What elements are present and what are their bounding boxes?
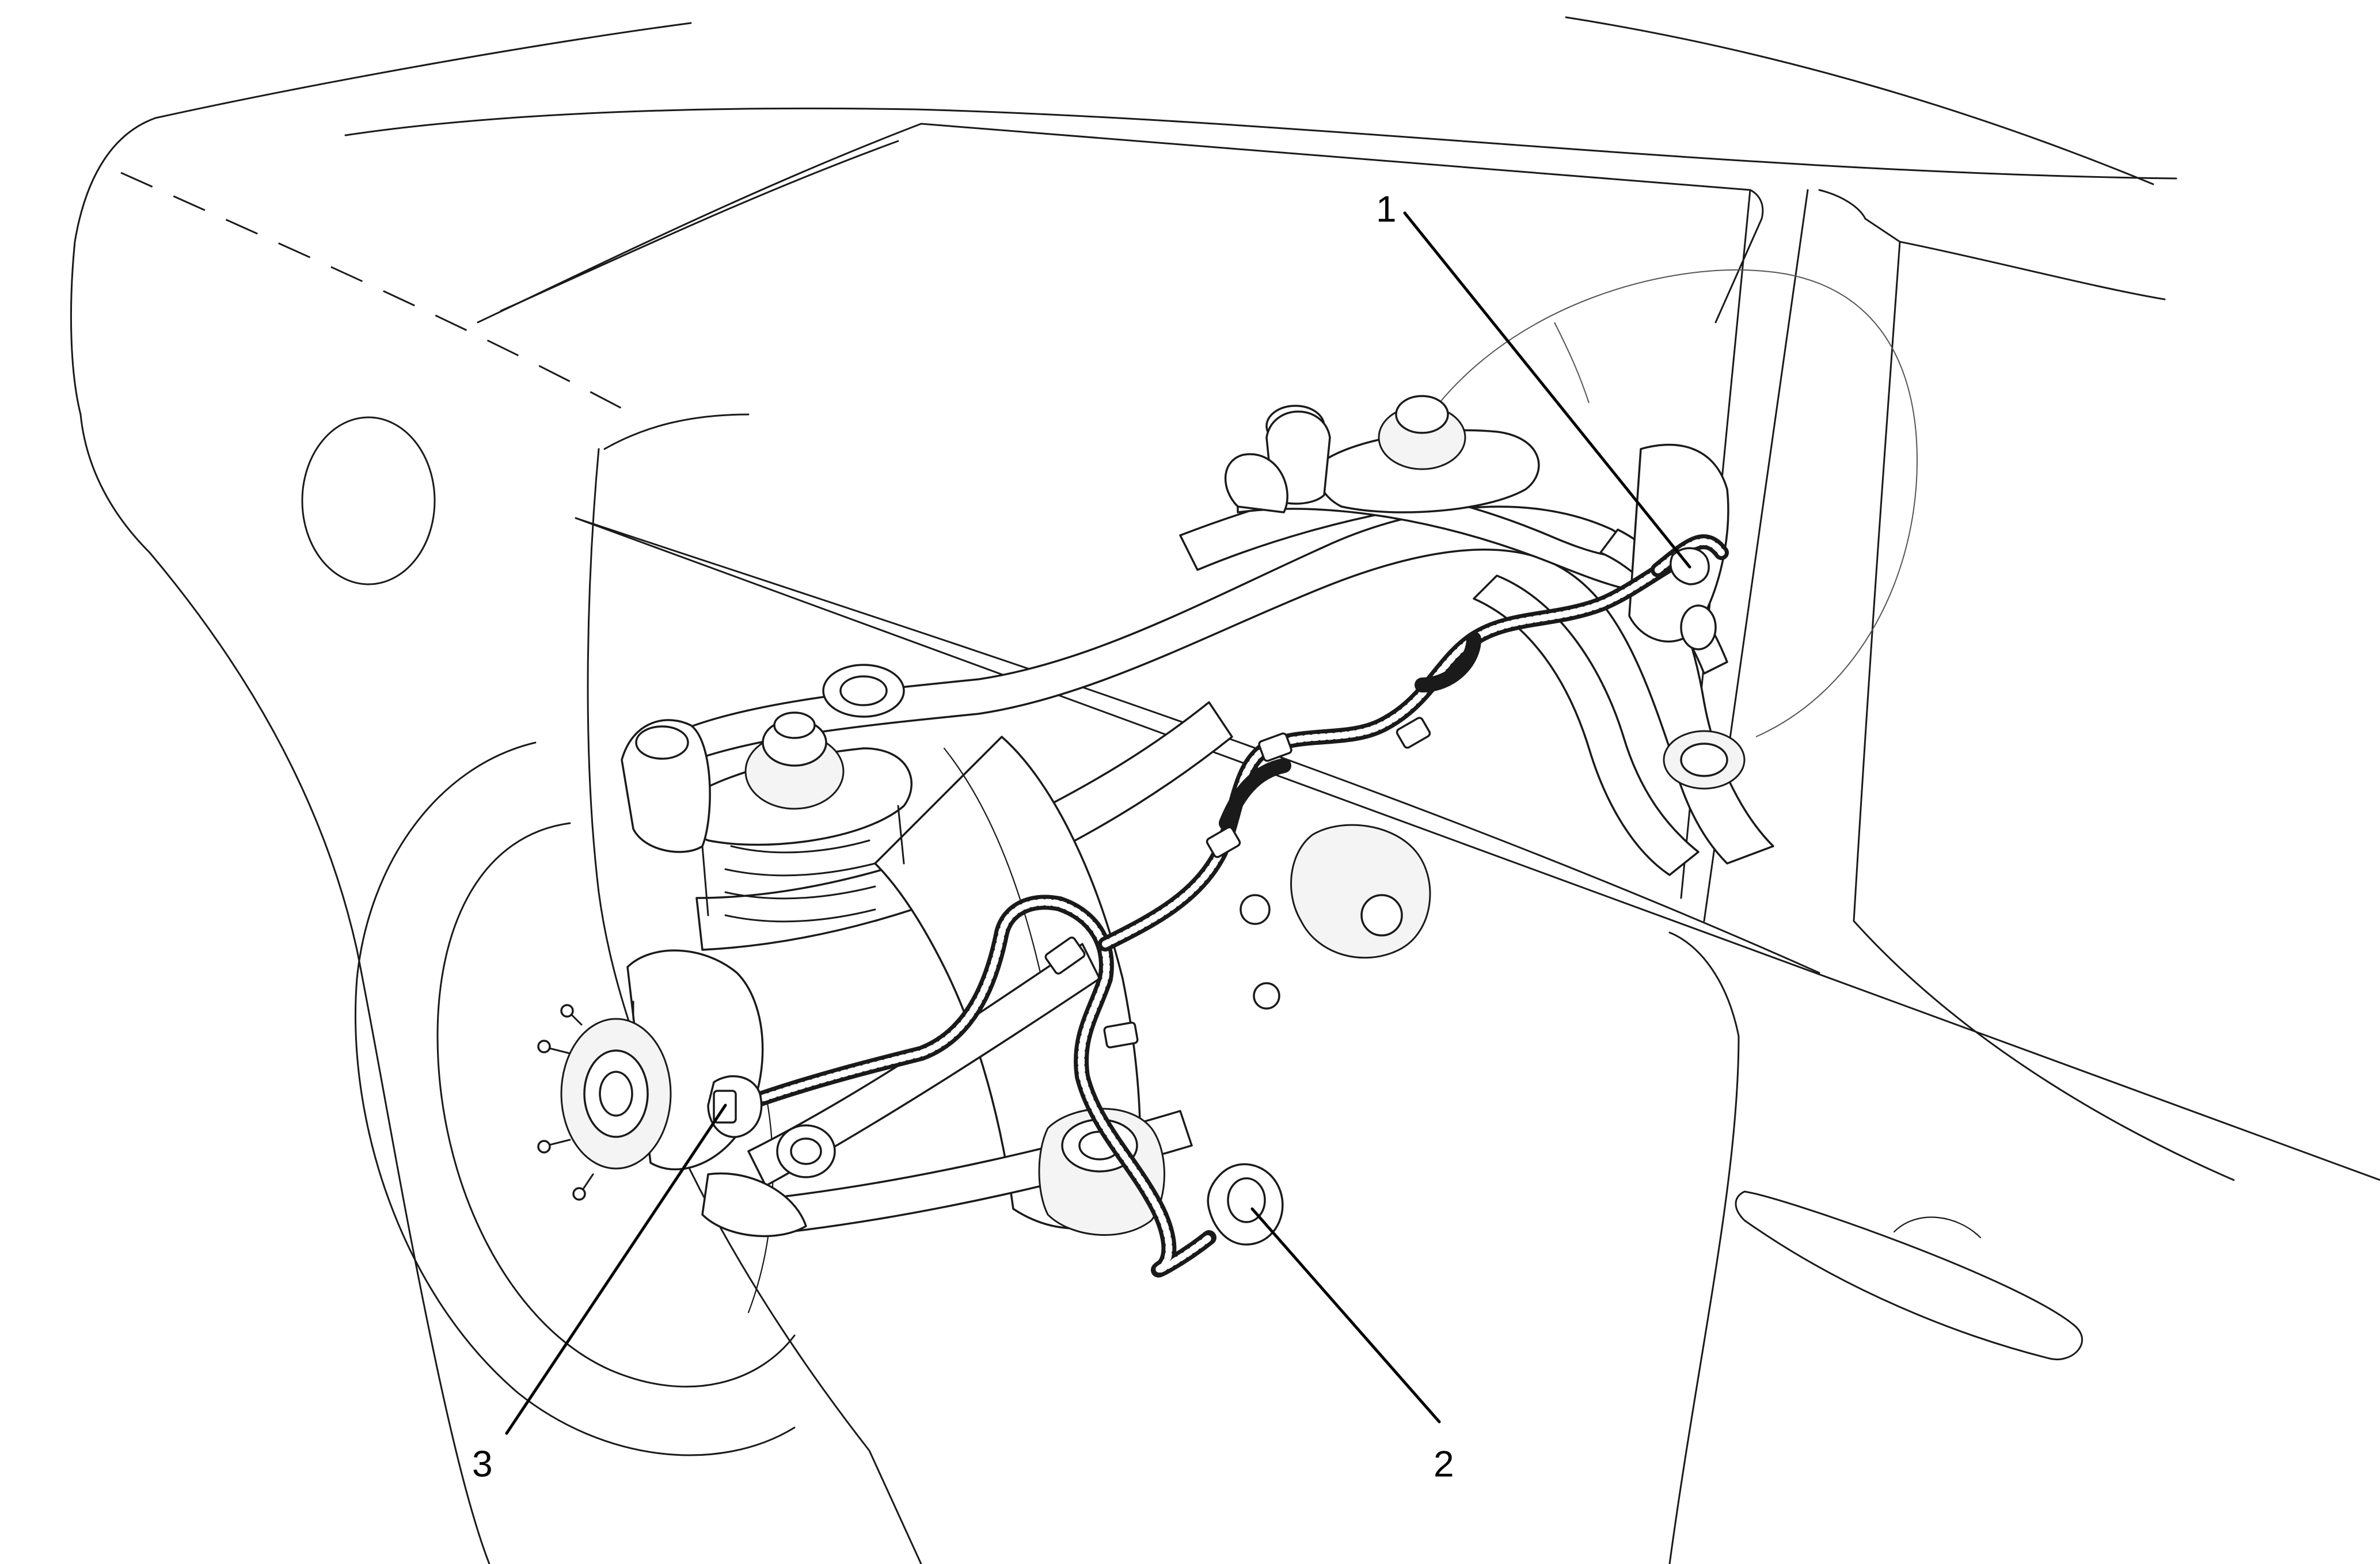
left-strut-assembly	[621, 664, 913, 923]
leader-line-3	[505, 1103, 727, 1435]
callout-leaders	[505, 211, 1691, 1435]
left-knuckle-hub	[537, 949, 836, 1238]
vehicle-body-outline	[70, 16, 2380, 1564]
callout-3: 3	[472, 1443, 493, 1485]
callout-2: 2	[1434, 1443, 1454, 1485]
leader-line-1	[1403, 211, 1691, 569]
right-strut-assembly	[1225, 395, 1746, 790]
wheel-speed-sensor-harness	[735, 534, 1729, 1278]
callout-1: 1	[1376, 188, 1397, 230]
callout-labels: 1 2 3	[472, 188, 1454, 1485]
leader-line-2	[1250, 1207, 1441, 1424]
